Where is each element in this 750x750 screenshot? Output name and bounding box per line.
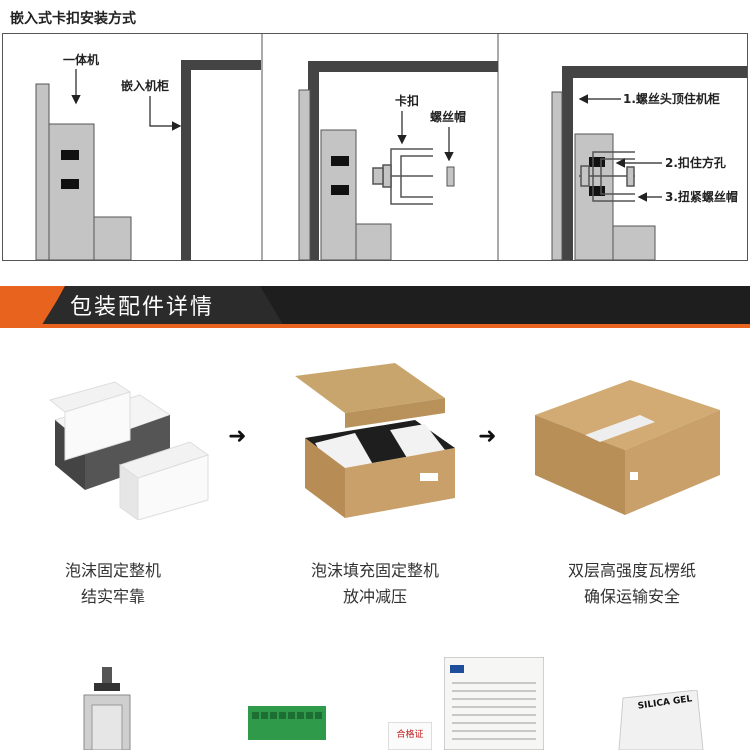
closed-box-image [535,380,720,515]
foam-pack-image [48,381,210,520]
label-clip: 卡扣 [395,93,419,108]
warranty-card-image [444,657,544,750]
caption-foam-line1: 泡沫固定整机 [64,561,161,580]
caption-foam: 泡沫固定整机 结实牢靠 [0,558,233,610]
label-unit: 一体机 [63,52,99,67]
label-nut: 螺丝帽 [430,109,466,124]
page-title: 嵌入式卡扣安装方式 [10,11,136,27]
installation-diagram-svg: 一体机 嵌入机柜 卡扣 螺丝帽 [35,34,747,260]
mounting-clip-image [83,667,131,750]
caption-box-line2: 放冲减压 [342,587,407,606]
section-title: 包装配件详情 [70,295,215,320]
caption-carton-line2: 确保运输安全 [583,587,680,606]
installation-diagram: 一体机 嵌入机柜 卡扣 螺丝帽 [2,33,748,261]
label-step3: 3.扭紧螺丝帽 [665,189,738,204]
label-step2: 2.扣住方孔 [665,155,726,170]
desiccant-pack-image [618,690,704,750]
label-cabinet: 嵌入机柜 [121,78,169,93]
panel-3: 1.螺丝头顶住机柜 2.扣住方孔 3.扭紧螺丝帽 [551,66,747,260]
caption-box-line1: 泡沫填充固定整机 [310,561,439,580]
arrow-right-icon: ➜ [478,424,497,449]
caption-carton: 双层高强度瓦楞纸 确保运输安全 [512,558,750,610]
caption-foam-line2: 结实牢靠 [80,587,145,606]
arrow-right-icon: ➜ [228,424,247,449]
caption-box: 泡沫填充固定整机 放冲减压 [255,558,495,610]
terminal-block-image [248,706,326,740]
qc-card-label: 合格证 [396,730,424,740]
caption-carton-line1: 双层高强度瓦楞纸 [567,561,696,580]
open-box-image [295,363,455,518]
label-step1: 1.螺丝头顶住机柜 [623,91,720,106]
section-banner [0,280,750,330]
panel-1: 一体机 嵌入机柜 [35,52,261,260]
qc-card: 合格证 [388,722,432,750]
panel-2: 卡扣 螺丝帽 [298,61,498,260]
